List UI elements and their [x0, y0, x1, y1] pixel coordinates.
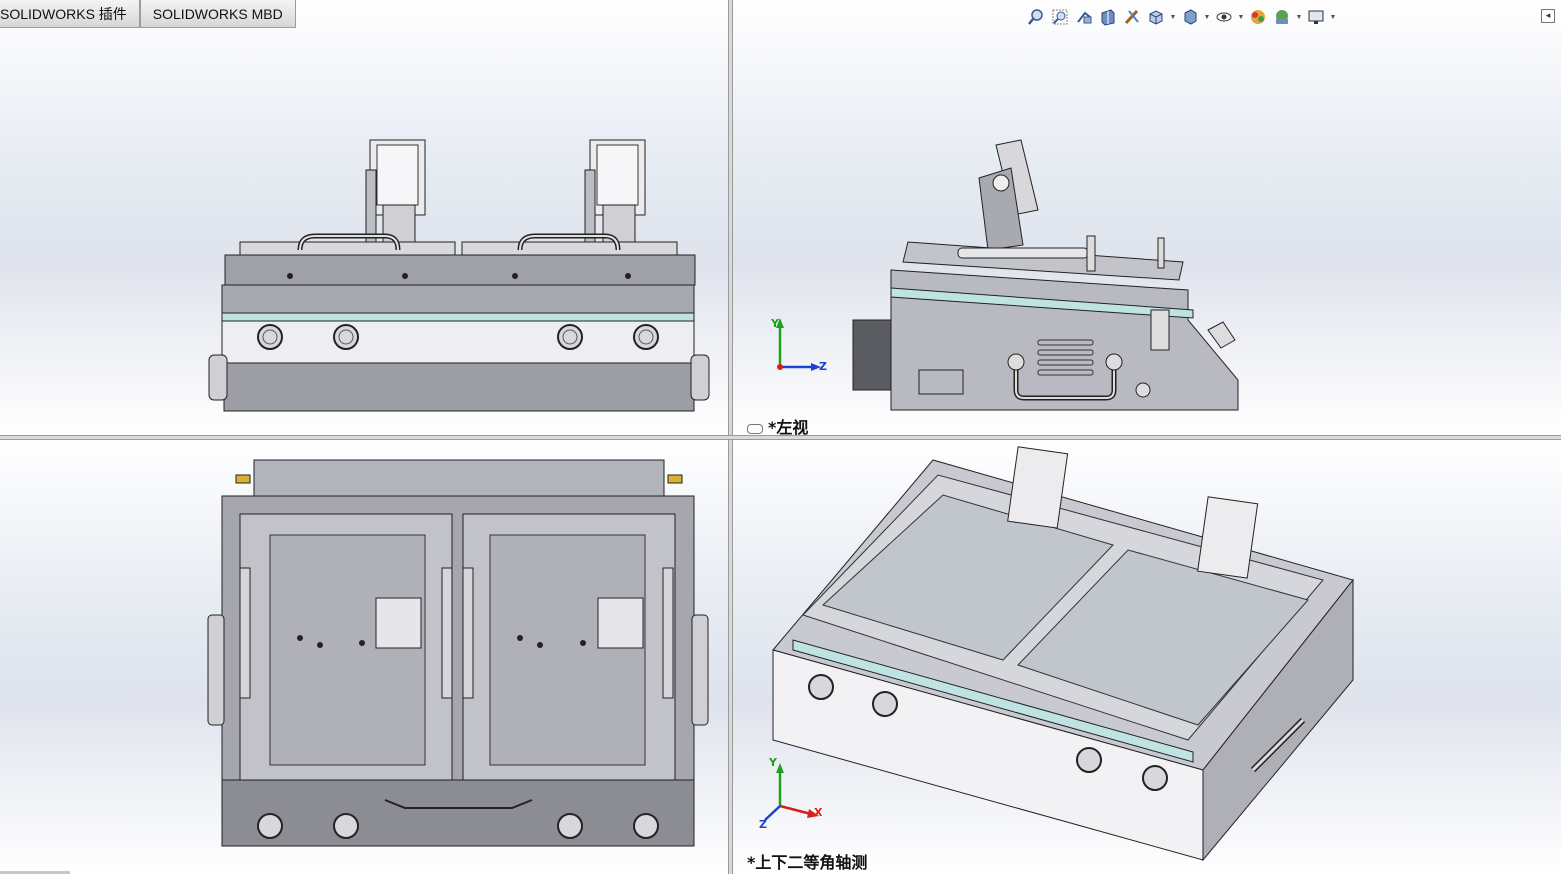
previous-view-icon[interactable] — [1073, 6, 1095, 28]
top-view-model[interactable] — [0, 440, 728, 874]
horizontal-scrollbar[interactable] — [0, 871, 70, 874]
view-name-label: *左视 — [747, 414, 808, 435]
view-settings-icon[interactable] — [1305, 6, 1327, 28]
dynamic-annotation-icon[interactable] — [1121, 6, 1143, 28]
view-settings-dropdown-icon[interactable]: ▼ — [1329, 13, 1337, 21]
command-manager-tabs: SOLIDWORKS 插件 SOLIDWORKS MBD — [0, 0, 296, 29]
triad-y-label: Y — [769, 756, 777, 769]
triad-y-label: Y — [771, 317, 779, 330]
edit-appearance-icon[interactable] — [1247, 6, 1269, 28]
viewport-isometric[interactable]: Y X Z *上下二等角轴测 — [733, 440, 1561, 874]
link-views-icon[interactable] — [747, 423, 763, 434]
viewport-top[interactable] — [0, 440, 728, 874]
viewport-front[interactable] — [0, 0, 728, 435]
view-name-text: *上下二等角轴测 — [747, 853, 868, 872]
scene-dropdown-icon[interactable]: ▼ — [1295, 13, 1303, 21]
view-name-text: *左视 — [768, 418, 809, 435]
hide-show-items-icon[interactable] — [1213, 6, 1235, 28]
display-style-icon[interactable] — [1179, 6, 1201, 28]
section-view-icon[interactable] — [1097, 6, 1119, 28]
display-style-dropdown-icon[interactable]: ▼ — [1203, 13, 1211, 21]
view-name-label: *上下二等角轴测 — [747, 849, 867, 873]
apply-scene-icon[interactable] — [1271, 6, 1293, 28]
front-view-model[interactable] — [0, 0, 728, 435]
left-view-model[interactable] — [733, 0, 1561, 435]
view-orientation-icon[interactable] — [1145, 6, 1167, 28]
zoom-to-fit-icon[interactable] — [1025, 6, 1047, 28]
triad-z-label: Z — [819, 360, 827, 373]
tab-solidworks-mbd[interactable]: SOLIDWORKS MBD — [139, 0, 296, 28]
triad-x-label: X — [814, 806, 823, 819]
heads-up-view-toolbar: ▼ ▼ ▼ ▼ ▼ — [1025, 6, 1337, 28]
tab-solidworks-addins[interactable]: SOLIDWORKS 插件 — [0, 0, 140, 28]
view-orientation-dropdown-icon[interactable]: ▼ — [1169, 13, 1177, 21]
viewport-left[interactable]: ▼ ▼ ▼ ▼ ▼ ◂ — [733, 0, 1561, 435]
triad-z-label: Z — [759, 818, 767, 831]
isometric-view-model[interactable] — [733, 440, 1561, 874]
zoom-to-area-icon[interactable] — [1049, 6, 1071, 28]
task-pane-toggle-icon[interactable]: ◂ — [1541, 9, 1555, 23]
hide-show-dropdown-icon[interactable]: ▼ — [1237, 13, 1245, 21]
viewport-horizontal-splitter[interactable] — [0, 435, 1561, 440]
